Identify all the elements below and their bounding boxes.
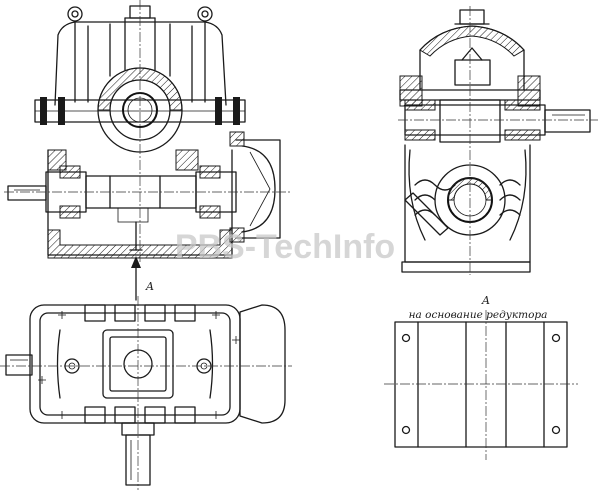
view-a-caption: на основание редуктора [409,309,548,321]
view-arrow-a: A [131,256,154,301]
view-a-title: A [481,294,490,307]
front-section-view [4,0,290,262]
watermark: PBS-TechInfo [175,228,395,266]
side-section-view [398,6,598,275]
view-a-base-plate: A на основание редуктора [384,294,578,460]
view-arrow-label: A [145,280,154,293]
plan-view [0,296,292,490]
